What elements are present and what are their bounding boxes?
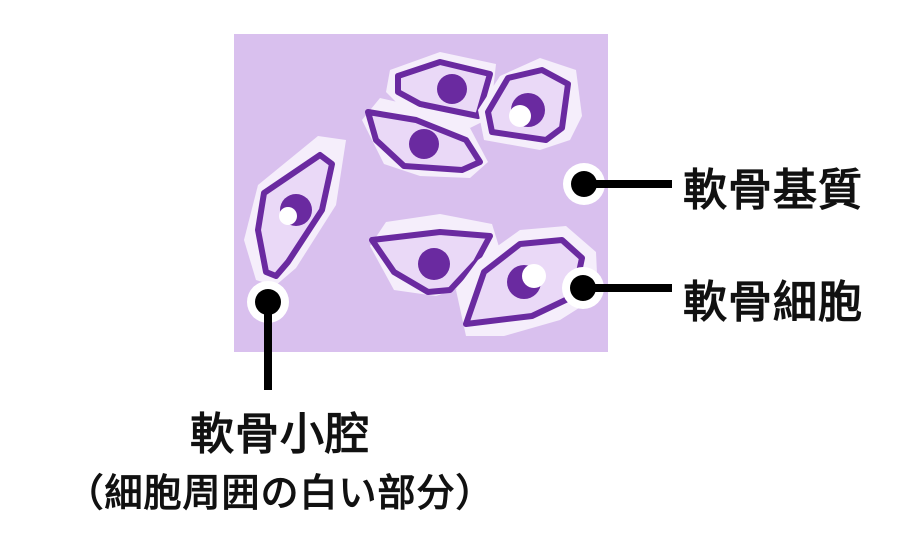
nucleus	[418, 248, 450, 280]
label-lacuna: 軟骨小腔	[190, 409, 370, 460]
chondrocyte	[456, 226, 598, 336]
pointer-cell	[562, 267, 672, 309]
nucleus-highlight	[509, 105, 531, 127]
label-cartilage-matrix: 軟骨基質	[683, 165, 863, 216]
chondrocyte	[244, 136, 346, 286]
label-lacuna-note: （細胞周囲の白い部分）	[65, 471, 495, 515]
chondrocyte	[362, 98, 488, 178]
nucleus	[409, 129, 439, 159]
nucleus-highlight	[279, 207, 297, 225]
pointer-lacuna	[247, 281, 289, 390]
pointer-line	[583, 284, 672, 292]
label-chondrocyte: 軟骨細胞	[683, 277, 863, 328]
chondrocyte	[478, 58, 582, 150]
nucleus	[437, 74, 467, 104]
pointer-matrix	[563, 163, 672, 205]
pointer-line	[264, 302, 272, 390]
nucleus-highlight	[522, 264, 546, 288]
pointer-line	[584, 180, 672, 188]
